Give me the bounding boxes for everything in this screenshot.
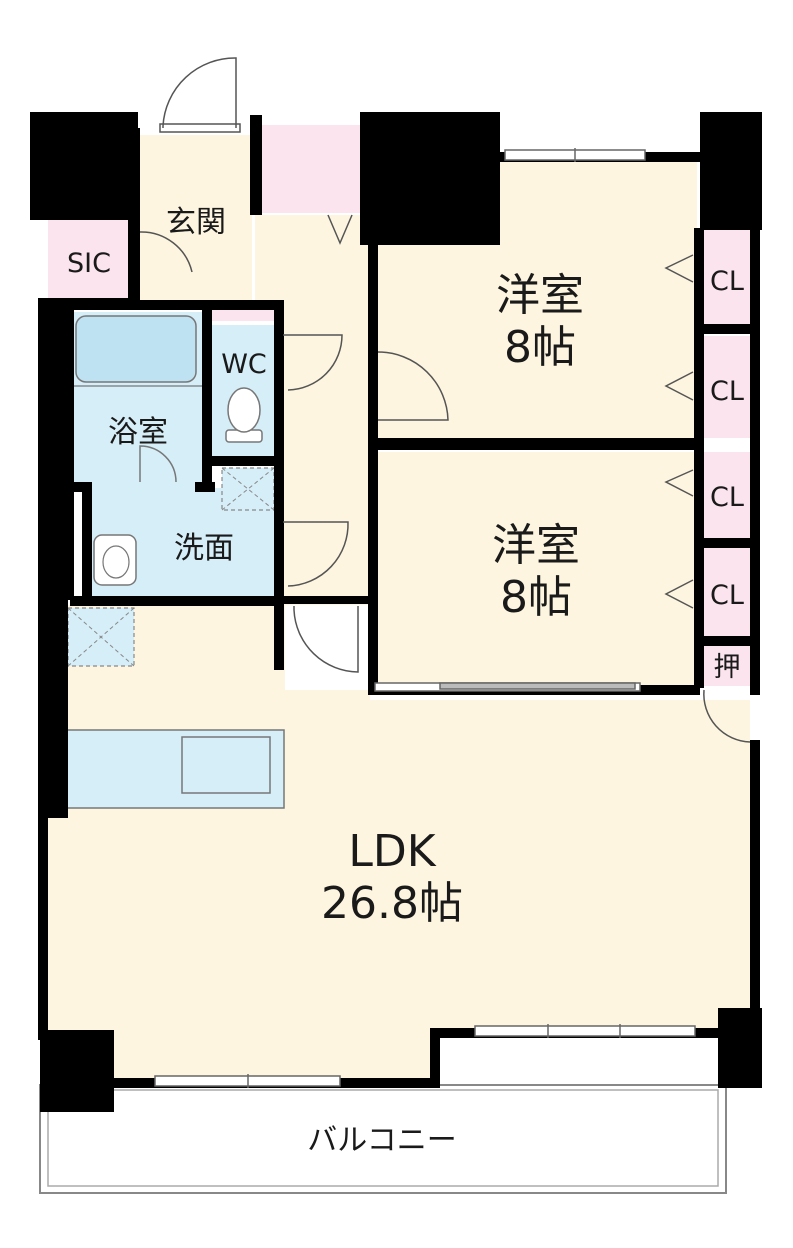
oshiire-floor [702,646,750,686]
bath-door [139,445,177,483]
washer-space [221,467,275,511]
bedroom1-size: 8帖 [504,322,576,373]
storage-small [212,307,274,321]
closet-label-3: CL [710,482,744,513]
windows [154,148,696,1088]
closet-label-4: CL [710,580,744,611]
corridor-floor-2 [255,215,285,305]
genkan-label: 玄関 [166,205,226,240]
cl2-floor [702,336,750,438]
bath-label: 浴室 [108,415,168,450]
ldk-size: 26.8帖 [321,878,463,929]
genkan-floor [137,135,252,300]
wc-label: WC [221,349,267,380]
cl4-floor [702,546,750,638]
doors [139,57,751,743]
toilet-bowl [227,387,261,433]
balcony-label: バルコニー [307,1123,456,1158]
cl3-floor [702,452,750,538]
storage-top [260,125,360,213]
walls [30,112,762,1112]
closet-label-2: CL [710,376,744,407]
bedroom1-name: 洋室 [496,270,584,321]
kitchen-sink [181,736,271,794]
cl1-floor [702,230,750,328]
closet-label-1: CL [710,266,744,297]
kitchen-counter [65,729,285,809]
balcony-inner-edge [47,1089,719,1187]
sic-label: SIC [67,248,111,279]
oshiire-label: 押 [714,652,741,683]
sic-floor [48,220,130,298]
corridor-floor [283,215,368,605]
bedroom2-name: 洋室 [492,520,580,571]
washroom-label: 洗面 [174,531,234,566]
bedroom2-size: 8帖 [500,572,572,623]
balcony [39,1084,727,1194]
bedroom2-floor [375,452,697,688]
ldk-name: LDK [348,826,436,877]
bathtub [75,315,197,383]
